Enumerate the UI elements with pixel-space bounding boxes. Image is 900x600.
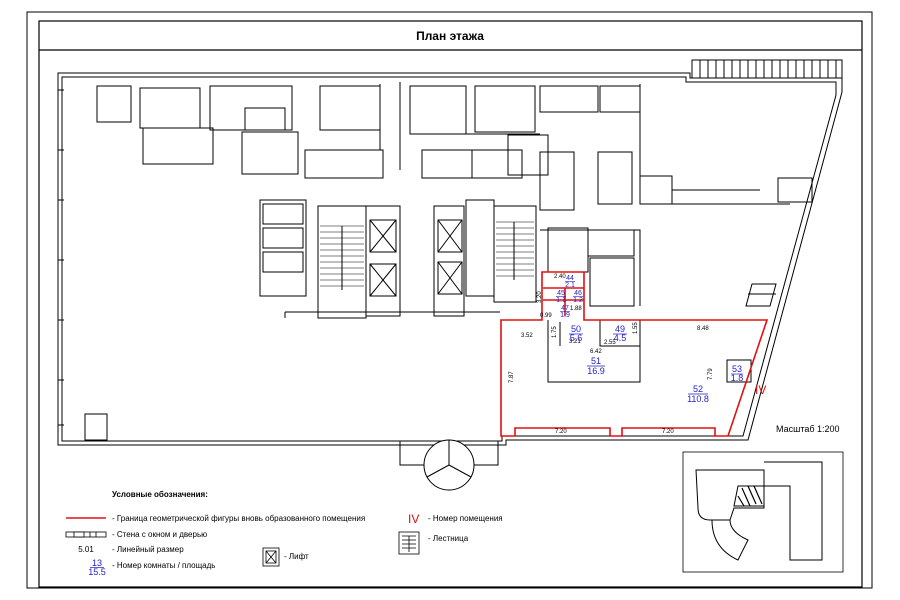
dim-label: 8.48 (697, 326, 709, 332)
legend-dim-text: - Линейный размер (112, 545, 184, 554)
room-area: 1.1 (556, 297, 566, 304)
dim-label: 7.20 (555, 429, 567, 435)
key-plan (682, 451, 844, 573)
room-area: 5.6 (570, 333, 583, 343)
legend-room-area: 15.5 (88, 567, 106, 577)
page-title: План этажа (416, 29, 484, 43)
scale-label: Масштаб 1:200 (776, 424, 840, 434)
room-area: 110.8 (687, 394, 709, 404)
room-53: 53 1.8 (731, 364, 744, 383)
room-52: 52 110.8 (687, 384, 709, 404)
room-number: 52 (693, 384, 703, 394)
dim-label: 0.99 (540, 313, 552, 319)
room-47: 47 1.9 (560, 305, 570, 319)
dim-label: 7.79 (708, 368, 714, 380)
legend-boundary-text: - Граница геометрической фигуры вновь об… (112, 514, 365, 523)
dim-label: 1.75 (552, 326, 558, 338)
stair-sample-icon (398, 531, 420, 555)
legend-premise-number: IV (408, 512, 419, 526)
room-number: 51 (591, 356, 601, 366)
dim-label: 2.40 (554, 274, 566, 280)
lift-shafts (369, 219, 463, 297)
legend-heading: Условные обозначения: (112, 490, 208, 499)
room-area: 4.5 (614, 333, 627, 343)
room-number: 44 (566, 275, 574, 282)
room-number: 47 (561, 305, 569, 312)
dim-label: 1.88 (570, 306, 582, 312)
room-area: 1.9 (560, 312, 570, 319)
room-50: 50 5.6 (569, 324, 583, 343)
room-number: 46 (574, 290, 582, 297)
dim-label: 7.20 (662, 429, 674, 435)
room-46: 46 1.2 (573, 290, 583, 304)
legend-dim-value: 5.01 (78, 545, 94, 554)
stair-hatch (320, 221, 534, 290)
legend-room-text: - Номер комнаты / площадь (112, 561, 215, 570)
room-labels: 44 2.1 45 1.1 46 1.2 47 1.9 49 4.5 50 5.… (556, 275, 743, 404)
dim-label: 3.20 (537, 291, 543, 303)
lift-sample-icon (262, 547, 280, 567)
legend-stair-text: - Лестница (428, 534, 469, 543)
legend: Условные обозначения: - Граница геометри… (65, 490, 503, 577)
premise-number: IV (755, 383, 766, 397)
legend-lift-text: - Лифт (284, 552, 309, 561)
outer-frame (26, 11, 873, 589)
room-45: 45 1.1 (556, 290, 566, 304)
legend-premise-text: - Номер помещения (428, 514, 503, 523)
dimension-labels: 2.40 3.20 0.99 1.88 1.75 3.21 2.55 1.55 … (509, 274, 714, 435)
room-area: 16.9 (587, 366, 605, 376)
dim-label: 3.52 (521, 333, 533, 339)
building-walls (57, 59, 843, 491)
wall-sample-icon (65, 531, 107, 538)
legend-wall-text: - Стена с окном и дверью (112, 530, 207, 539)
dim-label: 1.55 (633, 322, 639, 334)
room-51: 51 16.9 (587, 356, 605, 376)
room-number: 50 (571, 324, 581, 334)
dim-label: 3.21 (569, 339, 581, 345)
room-number: 45 (557, 290, 565, 297)
room-44: 44 2.1 (565, 275, 575, 289)
premise-interior-walls (547, 320, 752, 383)
inner-frame (38, 20, 863, 588)
room-area: 2.1 (565, 282, 575, 289)
room-number: 53 (732, 364, 742, 374)
dim-label: 2.55 (604, 340, 616, 346)
legend-room-number: 13 (92, 558, 102, 568)
room-area: 1.8 (731, 373, 744, 383)
dim-label: 6.42 (590, 349, 602, 355)
room-number: 49 (615, 324, 625, 334)
dim-label: 7.87 (509, 371, 515, 383)
room-49: 49 4.5 (613, 324, 627, 343)
room-area: 1.2 (573, 297, 583, 304)
